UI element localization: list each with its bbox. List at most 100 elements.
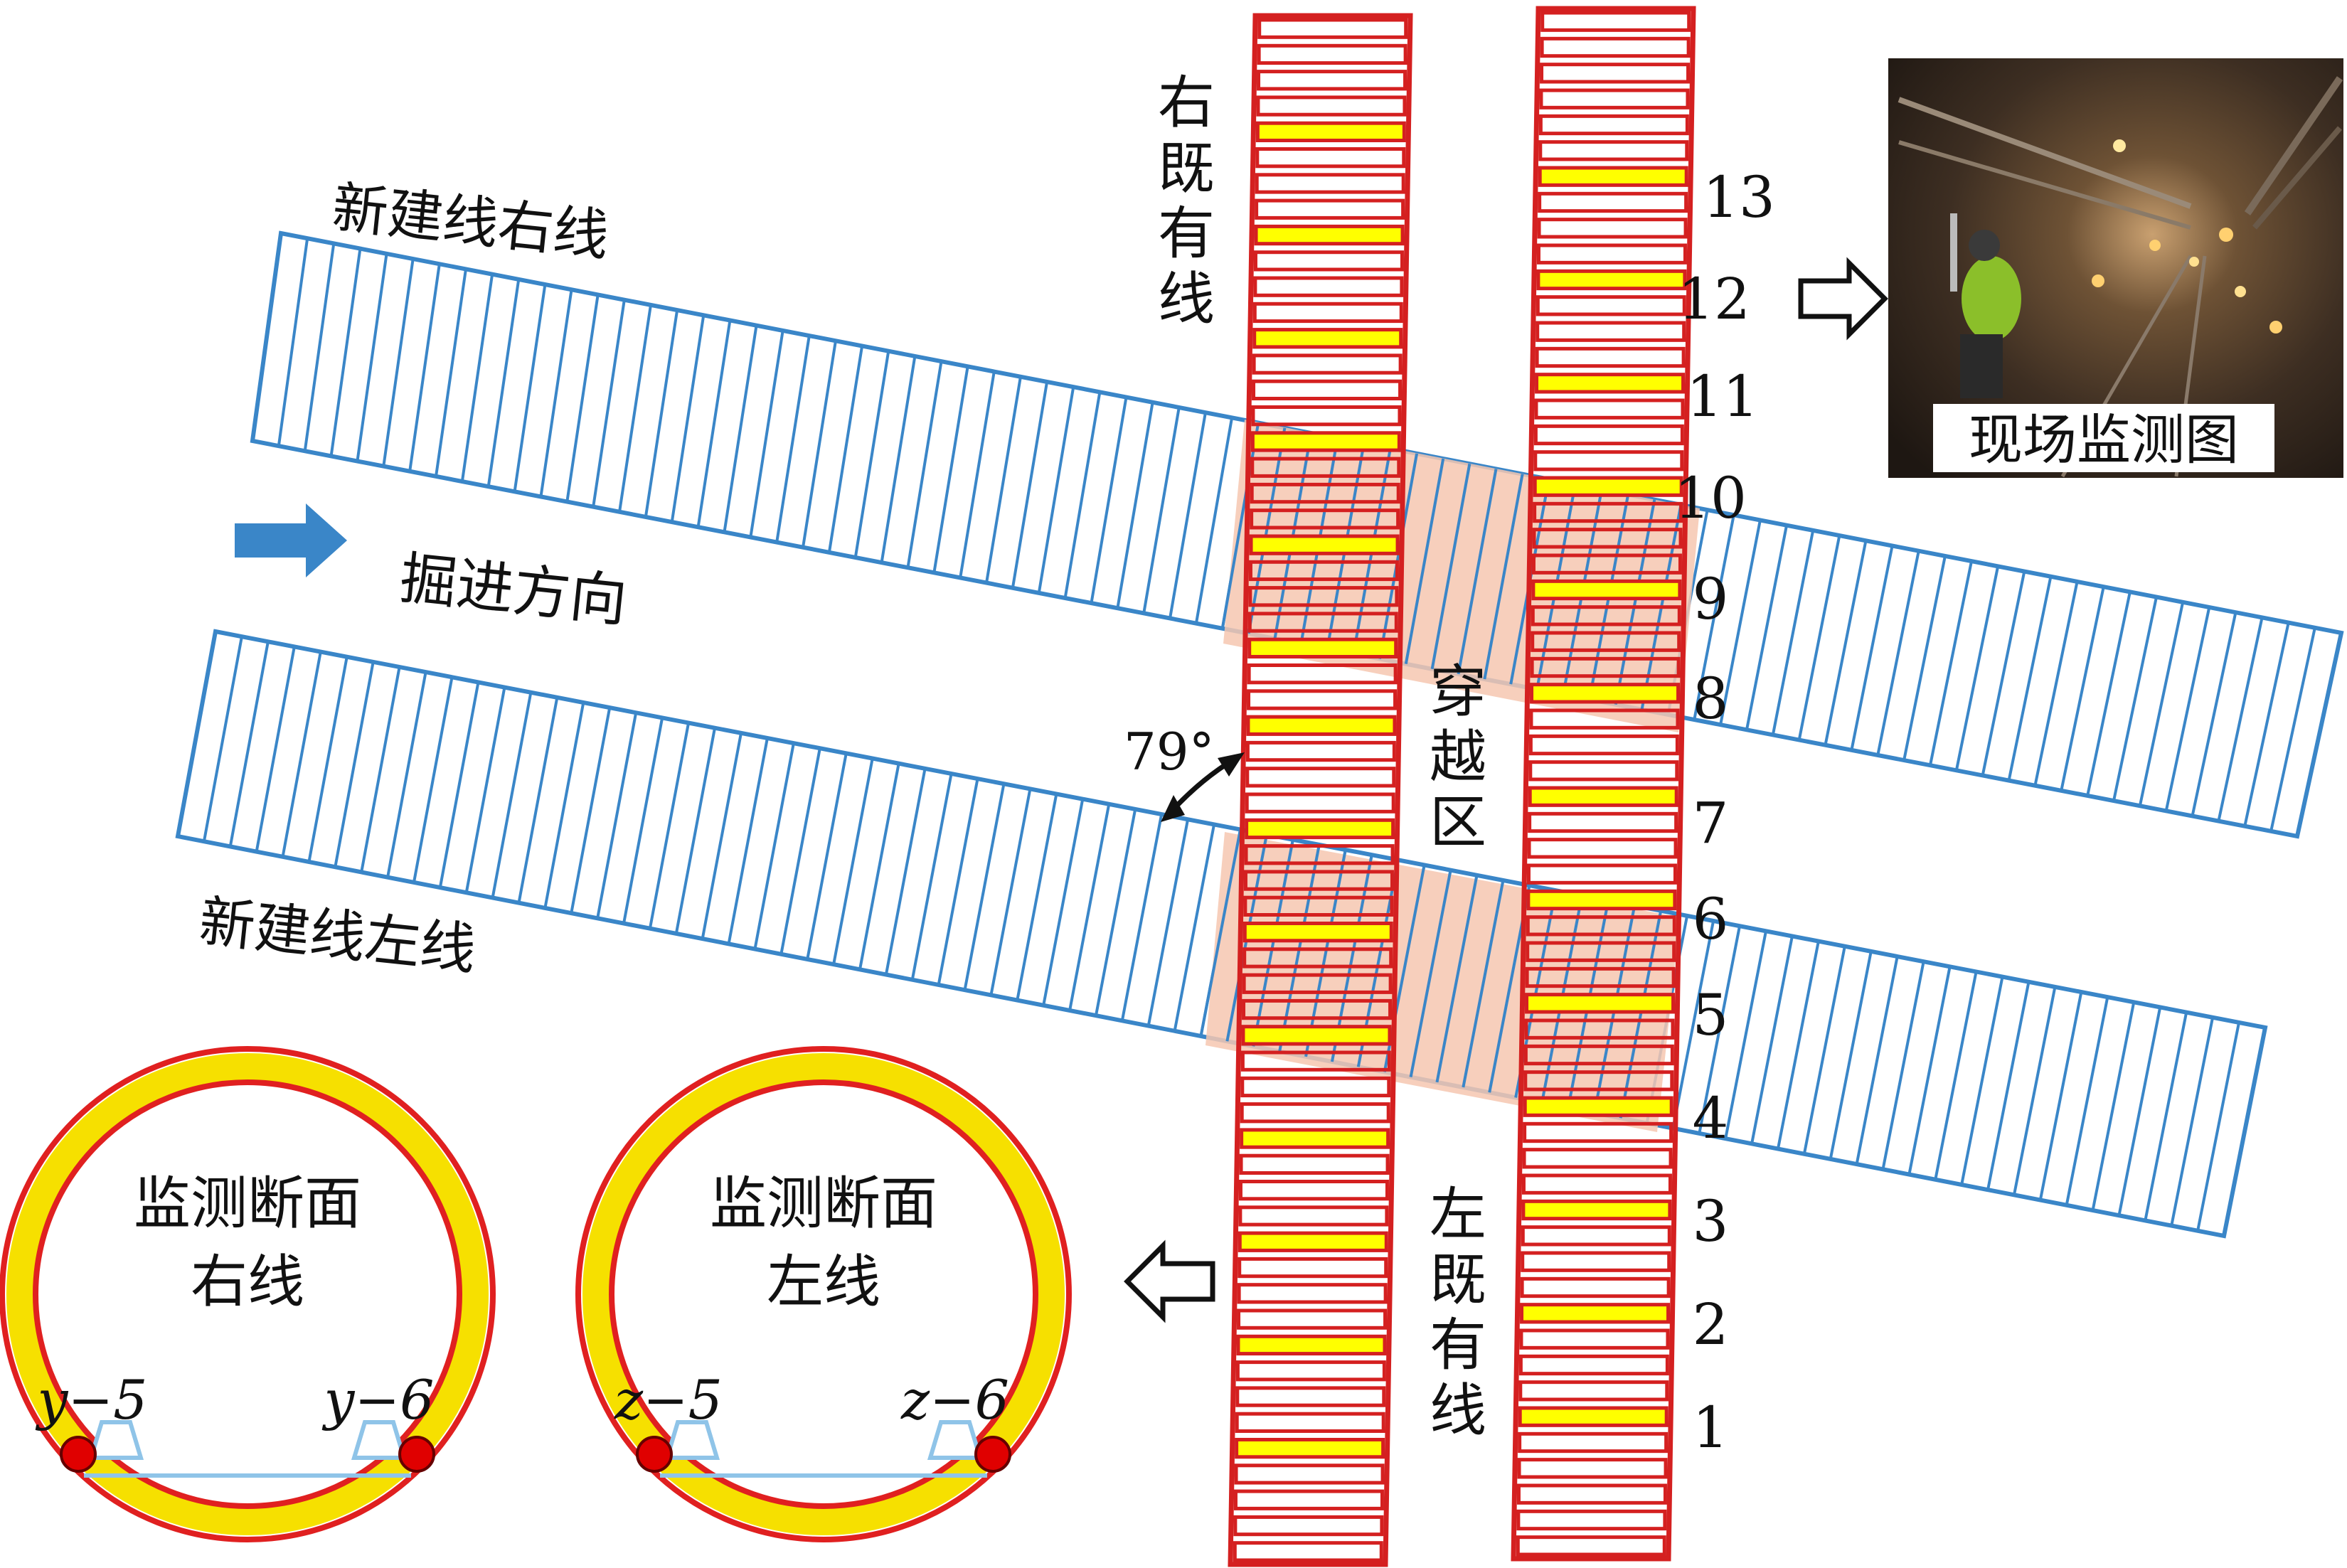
svg-text:穿越区: 穿越区 xyxy=(1430,658,1486,855)
new-right-line-segment xyxy=(1850,545,1894,751)
new-left-line-segment xyxy=(806,753,848,960)
existing-left-line-ring xyxy=(1516,1535,1666,1557)
section-title: 监测断面 xyxy=(134,1170,361,1237)
new-left-line-segment xyxy=(1671,920,1715,1129)
existing-left-line-monitored-ring xyxy=(1535,478,1682,496)
existing-right-line-monitored-ring xyxy=(1257,123,1405,141)
section-marker: 9 xyxy=(1693,566,1729,632)
existing-left-line-ring xyxy=(1516,1509,1667,1531)
existing-left-line-ring xyxy=(1523,1121,1673,1143)
new-left-line-segment xyxy=(517,697,559,904)
new-left-line-segment xyxy=(1173,823,1216,1032)
existing-right-line-monitored-ring xyxy=(1247,717,1395,735)
angle-arc-arrow-icon xyxy=(1161,752,1245,822)
existing-right-line-ring xyxy=(1257,43,1407,65)
existing-right-line-ring xyxy=(1252,379,1403,401)
tunnel-ring-inner xyxy=(609,1079,1038,1509)
existing-right-line-ring xyxy=(1237,1283,1388,1304)
new-right-line-label: 新建线右线 xyxy=(329,176,612,268)
existing-left-line-ring xyxy=(1522,1148,1673,1169)
existing-left-line-ring xyxy=(1536,243,1687,265)
existing-left-line-ring xyxy=(1540,36,1691,58)
existing-left-line-ring xyxy=(1518,1431,1669,1454)
existing-right-line-ring xyxy=(1242,947,1393,969)
existing-right-line-ring xyxy=(1235,1412,1385,1433)
new-left-line-segment xyxy=(1881,961,1925,1170)
existing-left-line-ring xyxy=(1540,11,1691,32)
new-left-line-segment xyxy=(2091,1001,2136,1211)
new-right-line-segment xyxy=(382,258,415,466)
existing-left-line-ring xyxy=(1534,398,1685,420)
new-right-line-segment xyxy=(2164,607,2211,811)
existing-right-line-ring xyxy=(1233,1489,1384,1510)
new-left-line-segment xyxy=(1724,930,1767,1139)
section-marker: 3 xyxy=(1693,1188,1729,1254)
new-left-line-segment xyxy=(832,758,874,965)
point-label-right: y−6 xyxy=(322,1368,435,1431)
existing-right-line-ring xyxy=(1248,560,1399,582)
new-left-line-segment xyxy=(937,778,979,986)
existing-left-line-monitored-ring xyxy=(1536,374,1683,392)
new-right-line-segment xyxy=(1194,417,1234,624)
monitoring-point-right xyxy=(974,1436,1011,1473)
new-left-line-segment xyxy=(1907,966,1952,1175)
new-left-line-segment xyxy=(491,692,533,898)
existing-right-line-ring xyxy=(1250,457,1401,478)
new-left-line-segment xyxy=(963,783,1006,991)
new-left-line-segment xyxy=(1042,799,1085,1006)
new-right-line-segment xyxy=(1745,525,1789,730)
section-marker: 2 xyxy=(1693,1291,1729,1358)
new-right-line-segment xyxy=(1090,397,1128,604)
rail-right xyxy=(351,1420,408,1460)
new-left-line-segment xyxy=(1960,976,2004,1185)
new-left-line-segment xyxy=(307,656,348,863)
existing-left-line-ring xyxy=(1532,528,1683,549)
existing-left-line-monitored-ring xyxy=(1523,1201,1670,1219)
existing-left-line-ring xyxy=(1538,191,1688,213)
new-right-line-segment xyxy=(1063,392,1102,599)
new-left-line-segment xyxy=(438,682,480,888)
new-left-line-segment xyxy=(1829,951,1873,1160)
existing-right-line-ring xyxy=(1246,715,1397,736)
existing-left-line-ring xyxy=(1535,346,1686,368)
existing-left-line-ring xyxy=(1528,811,1678,833)
existing-left-line-ring xyxy=(1535,373,1686,394)
new-left-line-label: 新建线左线 xyxy=(196,890,479,982)
existing-left-line-monitored-ring xyxy=(1528,891,1675,909)
existing-right-line-ring xyxy=(1250,431,1401,452)
existing-right-line-ring xyxy=(1240,1076,1391,1098)
existing-right-line-tunnel xyxy=(1228,13,1413,1567)
existing-right-line-ring xyxy=(1250,482,1400,504)
existing-left-line-ring xyxy=(1523,1096,1673,1117)
new-left-line-segment xyxy=(1750,936,1794,1144)
new-right-line-segment xyxy=(408,263,441,472)
existing-left-line-ring xyxy=(1528,760,1679,782)
new-left-line-segment xyxy=(412,676,454,883)
arrow-to-sections-icon xyxy=(1124,1239,1215,1323)
new-right-line-segment xyxy=(486,279,521,487)
section-marker: 13 xyxy=(1703,164,1775,230)
new-left-line-segment xyxy=(2117,1007,2162,1216)
crossing-segment xyxy=(1457,469,1498,675)
existing-right-line-ring xyxy=(1252,328,1403,349)
new-left-line-segment xyxy=(1120,814,1164,1021)
new-right-line-segment xyxy=(1954,565,2000,771)
existing-left-line-ring xyxy=(1538,114,1689,136)
existing-left-line-ring xyxy=(1533,450,1684,471)
existing-right-line-ring xyxy=(1251,405,1402,427)
new-left-line-segment xyxy=(281,651,322,858)
new-right-line-segment xyxy=(802,340,837,548)
existing-left-line-ring xyxy=(1533,424,1684,446)
site-monitoring-photo: 现场监测图 xyxy=(1888,58,2343,478)
new-right-line-segment xyxy=(880,356,917,563)
existing-left-line-tunnel xyxy=(1511,6,1696,1562)
existing-right-line-monitored-ring xyxy=(1252,432,1400,451)
angle-label: 79° xyxy=(1124,722,1215,782)
existing-right-line-ring xyxy=(1247,637,1398,659)
new-right-line-segment xyxy=(1902,555,1947,761)
existing-right-line-ring xyxy=(1236,1334,1387,1356)
new-right-line-segment xyxy=(592,299,626,507)
new-right-line-segment xyxy=(1797,535,1841,740)
existing-right-line-ring xyxy=(1238,1231,1388,1252)
